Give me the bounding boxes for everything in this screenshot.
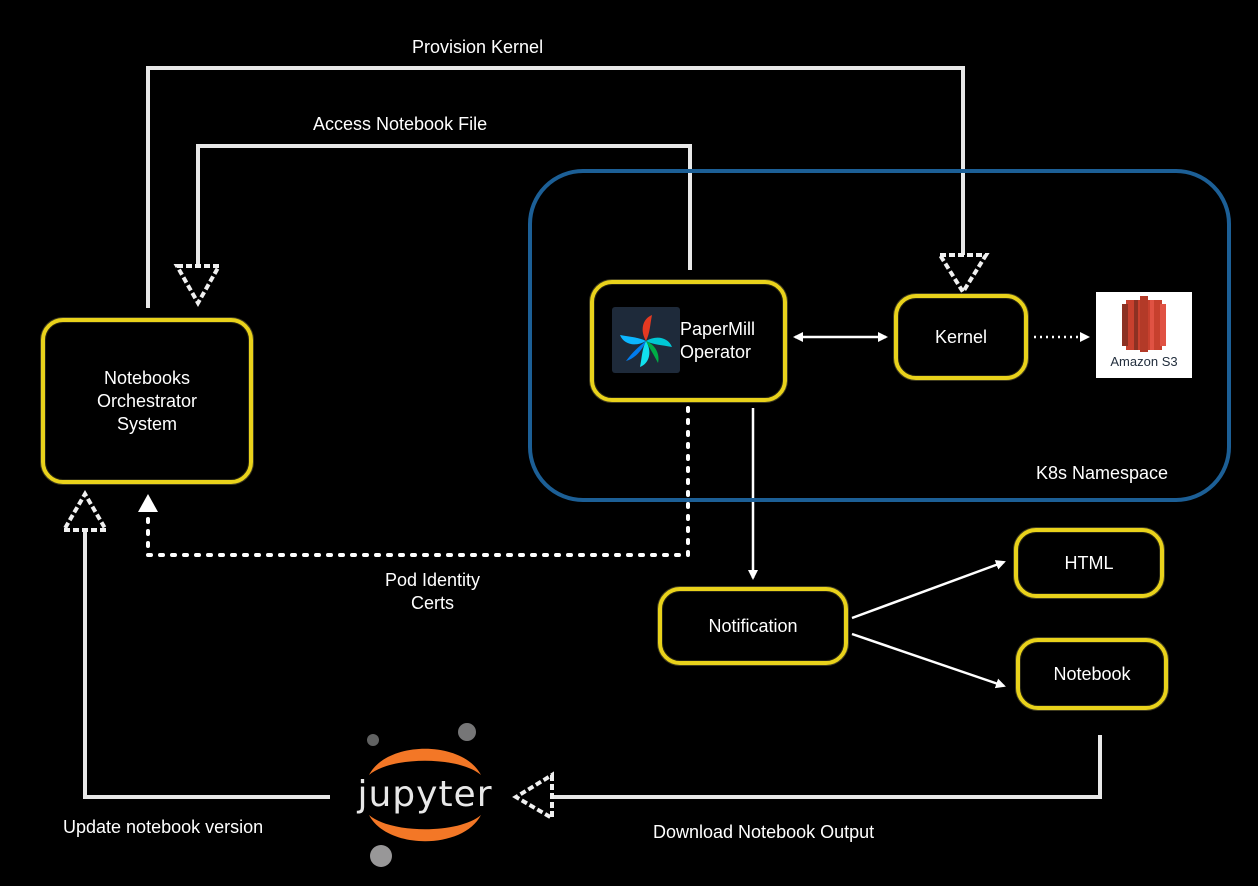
label-certs: Certs	[410, 593, 454, 613]
arrowhead-download-output	[512, 771, 554, 822]
s3-label: Amazon S3	[1110, 354, 1178, 369]
edge-download-output	[552, 735, 1102, 799]
orchestrator-line-3: System	[116, 413, 177, 434]
label-pod-identity: Pod Identity	[384, 570, 481, 590]
airflow-logo-icon	[612, 307, 680, 373]
papermill-line-2: Operator	[680, 342, 752, 362]
edge-update-version	[83, 530, 330, 799]
label-pod-identity-certs: Pod Identity Certs	[365, 569, 500, 615]
edge-notification-html	[851, 560, 1006, 620]
arrowhead-update-version	[60, 490, 110, 532]
edge-pod-identity	[146, 406, 690, 557]
label-provision-kernel: Provision Kernel	[412, 37, 544, 57]
label-download-output: Download Notebook Output	[653, 822, 875, 842]
amazon-s3-icon: Amazon S3	[1096, 292, 1192, 378]
jupyter-logo-icon: jupyter	[355, 720, 495, 870]
arrowhead-provision-kernel	[936, 253, 990, 296]
arrowhead-access-notebook	[173, 264, 223, 308]
edge-notification-notebook	[851, 632, 1006, 689]
notification-node[interactable]: Notification	[658, 587, 848, 665]
arrowhead-kernel-s3	[1080, 332, 1090, 342]
orchestrator-line-1: Notebooks	[103, 367, 191, 388]
label-update-version: Update notebook version	[63, 817, 264, 837]
html-node[interactable]: HTML	[1014, 528, 1164, 598]
orchestrator-line-2: Orchestrator	[96, 390, 198, 411]
papermill-line-1: PaperMill	[680, 319, 756, 339]
arrowhead-pod-identity	[138, 494, 158, 512]
namespace-label: K8s Namespace	[1036, 463, 1169, 483]
jupyter-wordmark: jupyter	[357, 774, 493, 815]
edge-provision-kernel	[146, 66, 965, 308]
k8s-namespace-container	[528, 169, 1231, 502]
label-access-notebook: Access Notebook File	[313, 114, 488, 134]
edge-access-notebook	[196, 144, 692, 270]
notebook-node[interactable]: Notebook	[1016, 638, 1168, 710]
orchestrator-node[interactable]: Notebooks Orchestrator System	[41, 318, 253, 484]
kernel-node[interactable]: Kernel	[894, 294, 1028, 380]
